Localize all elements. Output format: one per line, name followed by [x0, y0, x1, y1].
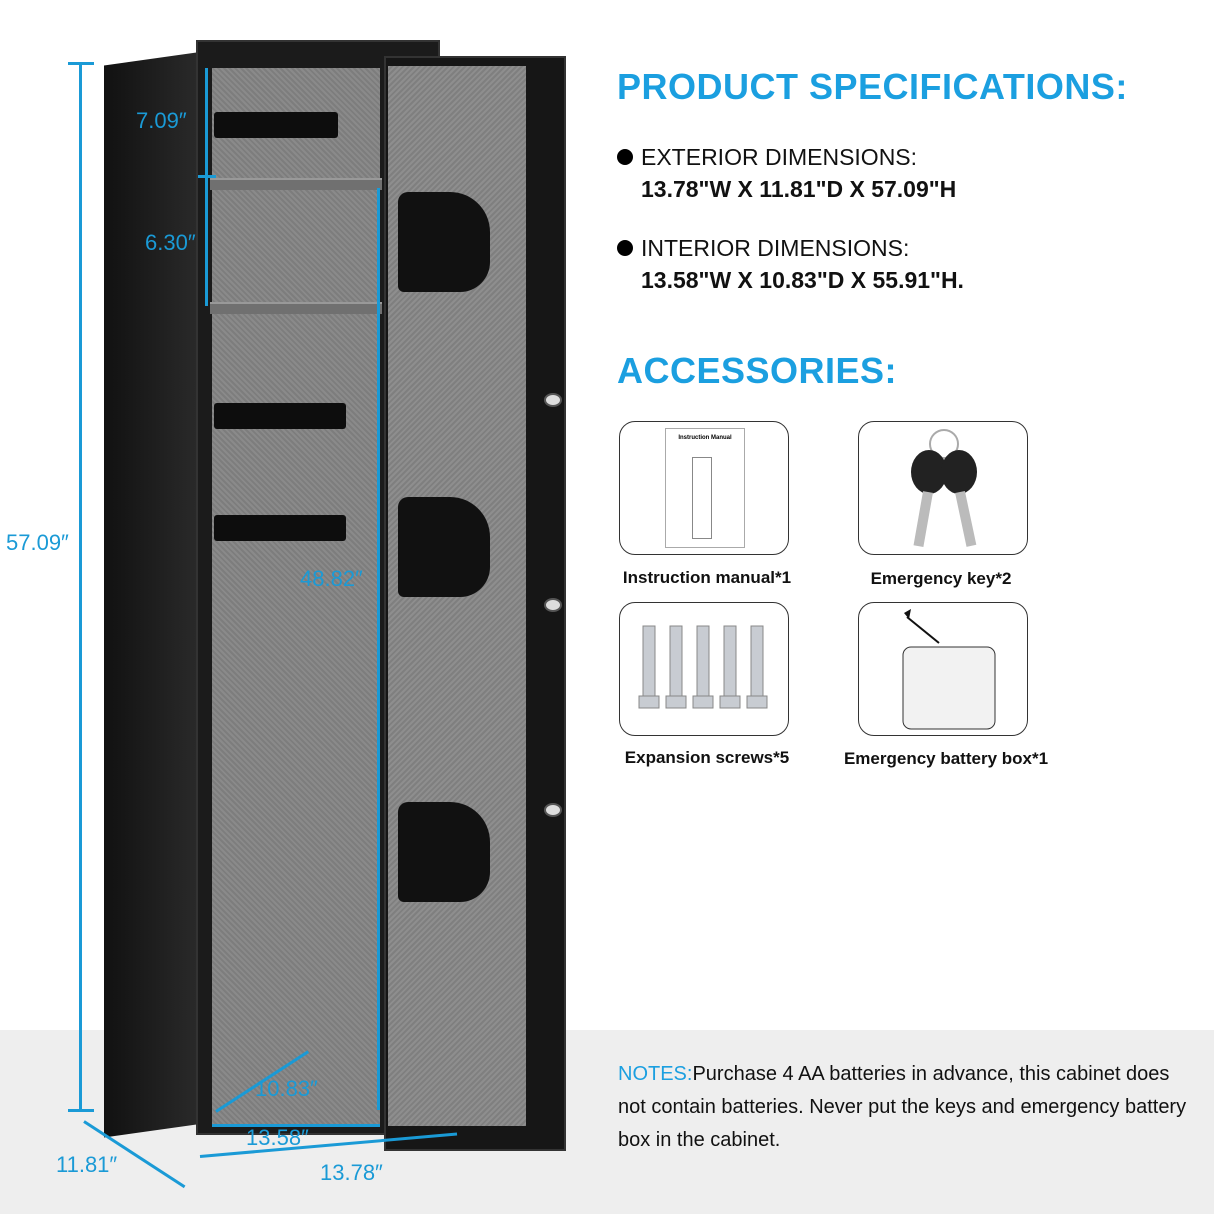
accessory-label: Instruction manual*1 [622, 568, 792, 587]
accessory-card-screws [619, 602, 789, 736]
gun-rack [214, 515, 346, 541]
interior-width-line [212, 1124, 380, 1127]
spec-value: 13.78"W X 11.81"D X 57.09"H [641, 176, 957, 202]
label-second-compartment: 6.30″ [145, 230, 196, 255]
cabinet-side [104, 52, 200, 1138]
label-interior-width: 13.58″ [246, 1125, 309, 1150]
spec-label: INTERIOR DIMENSIONS: [641, 235, 910, 261]
manual-cabinet-drawing [692, 457, 712, 539]
key-icon [911, 429, 977, 548]
dimension-tick [198, 175, 216, 178]
gun-rack [214, 112, 338, 138]
dimension-tick [68, 1109, 94, 1112]
specs-title: PRODUCT SPECIFICATIONS: [617, 66, 1128, 107]
notes-label: NOTES: [618, 1063, 693, 1085]
cabinet-interior [212, 68, 380, 1124]
door-bolt [544, 598, 562, 612]
accessory-label: Expansion screws*5 [624, 748, 790, 767]
door-bolt [544, 393, 562, 407]
interior-height-line [377, 188, 380, 1110]
spec-interior: INTERIOR DIMENSIONS: 13.58"W X 10.83"D X… [617, 232, 964, 296]
door-pouch [398, 192, 490, 292]
height-dimension-line [79, 62, 82, 1112]
label-interior-depth: 10.83″ [255, 1076, 318, 1101]
label-top-compartment: 7.09″ [136, 108, 187, 133]
notes: NOTES:Purchase 4 AA batteries in advance… [618, 1058, 1198, 1157]
door-pouch [398, 802, 490, 902]
bullet-icon [617, 149, 633, 165]
spec-exterior: EXTERIOR DIMENSIONS: 13.78"W X 11.81"D X… [617, 141, 956, 205]
battery-box-icon [902, 609, 996, 730]
gun-rack [214, 403, 346, 429]
shelf [210, 302, 382, 314]
manual-icon: Instruction Manual [665, 428, 745, 548]
spec-value: 13.58"W X 10.83"D X 55.91"H. [641, 267, 964, 293]
screw-icon [638, 625, 768, 709]
accessory-card-manual: Instruction Manual [619, 421, 789, 555]
notes-text: Purchase 4 AA batteries in advance, this… [618, 1063, 1187, 1151]
door-pouch [398, 497, 490, 597]
accessory-card-battery-box [858, 602, 1028, 736]
accessory-card-keys [858, 421, 1028, 555]
door-bolt [544, 803, 562, 817]
accessories-title: ACCESSORIES: [617, 350, 898, 391]
label-exterior-depth: 11.81″ [56, 1152, 118, 1177]
label-height-total: 57.09″ [6, 530, 69, 555]
label-exterior-width: 13.78″ [320, 1160, 383, 1185]
dimension-tick [68, 62, 94, 65]
spec-label: EXTERIOR DIMENSIONS: [641, 144, 918, 170]
shelf [210, 178, 382, 190]
accessory-label: Emergency battery box*1 [843, 749, 1049, 768]
compartment-dimension-line [205, 68, 208, 306]
accessory-label: Emergency key*2 [870, 569, 1012, 588]
label-interior-height: 48.82″ [300, 566, 363, 591]
manual-cover-title: Instruction Manual [678, 435, 732, 441]
bullet-icon [617, 240, 633, 256]
